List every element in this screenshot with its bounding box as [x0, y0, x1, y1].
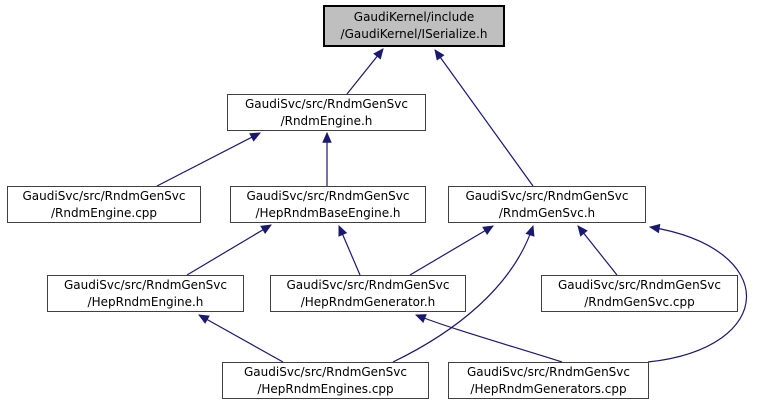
- node-label: GaudiSvc/src/RndmGenSvc /RndmGenSvc.h: [465, 188, 629, 220]
- node-label: GaudiSvc/src/RndmGenSvc /HepRndmEngine.h: [64, 277, 227, 309]
- edge-rndmengine-h-to-iserialize-h: [346, 48, 384, 95]
- edge-heprndmgenerator-h-to-rndmgensvc-h: [409, 225, 494, 276]
- node-label: GaudiSvc/src/RndmGenSvc /HepRndmBaseEngi…: [246, 188, 410, 220]
- node-heprndmengine-h[interactable]: GaudiSvc/src/RndmGenSvc /HepRndmEngine.h: [47, 275, 244, 312]
- edge-heprndmgenerators-cpp-to-rndmgensvc-h: [647, 223, 748, 363]
- edge-rndmgensvc-h-to-iserialize-h: [434, 49, 534, 187]
- node-heprndmgenerator-h[interactable]: GaudiSvc/src/RndmGenSvc /HepRndmGenerato…: [270, 275, 466, 312]
- edge-heprndmengines-cpp-to-heprndmengine-h: [198, 314, 284, 363]
- node-label: GaudiSvc/src/RndmGenSvc /HepRndmEngines.…: [244, 364, 407, 396]
- edge-rndmgensvc-cpp-to-rndmgensvc-h: [577, 225, 618, 276]
- node-label: GaudiSvc/src/RndmGenSvc /RndmGenSvc.cpp: [558, 277, 721, 309]
- node-label: GaudiSvc/src/RndmGenSvc /HepRndmGenerato…: [467, 364, 630, 396]
- edge-heprndmengine-h-to-heprndmbaseengine-h: [186, 224, 272, 276]
- node-label: GaudiKernel/include /GaudiKernel/ISerial…: [340, 10, 488, 41]
- node-label: GaudiSvc/src/RndmGenSvc /HepRndmGenerato…: [286, 277, 450, 309]
- edge-rndmengine-cpp-to-rndmengine-h: [156, 132, 261, 187]
- node-rndmengine-h[interactable]: GaudiSvc/src/RndmGenSvc /RndmEngine.h: [227, 94, 426, 131]
- node-heprndmgenerators-cpp[interactable]: GaudiSvc/src/RndmGenSvc /HepRndmGenerato…: [448, 362, 649, 399]
- edge-heprndmengines-cpp-to-rndmgensvc-h: [392, 224, 535, 363]
- node-rndmengine-cpp[interactable]: GaudiSvc/src/RndmGenSvc /RndmEngine.cpp: [7, 186, 201, 223]
- node-rndmgensvc-cpp[interactable]: GaudiSvc/src/RndmGenSvc /RndmGenSvc.cpp: [541, 275, 738, 312]
- node-heprndmbaseengine-h[interactable]: GaudiSvc/src/RndmGenSvc /HepRndmBaseEngi…: [230, 186, 426, 223]
- edge-heprndmgenerator-h-to-heprndmbaseengine-h: [338, 225, 361, 276]
- node-label: GaudiSvc/src/RndmGenSvc /RndmEngine.h: [245, 96, 408, 128]
- node-heprndmengines-cpp[interactable]: GaudiSvc/src/RndmGenSvc /HepRndmEngines.…: [222, 362, 429, 399]
- node-iserialize-h: GaudiKernel/include /GaudiKernel/ISerial…: [323, 5, 505, 47]
- node-rndmgensvc-h[interactable]: GaudiSvc/src/RndmGenSvc /RndmGenSvc.h: [448, 186, 646, 223]
- edge-heprndmgenerators-cpp-to-heprndmgenerator-h: [414, 314, 563, 363]
- node-label: GaudiSvc/src/RndmGenSvc /RndmEngine.cpp: [22, 188, 186, 220]
